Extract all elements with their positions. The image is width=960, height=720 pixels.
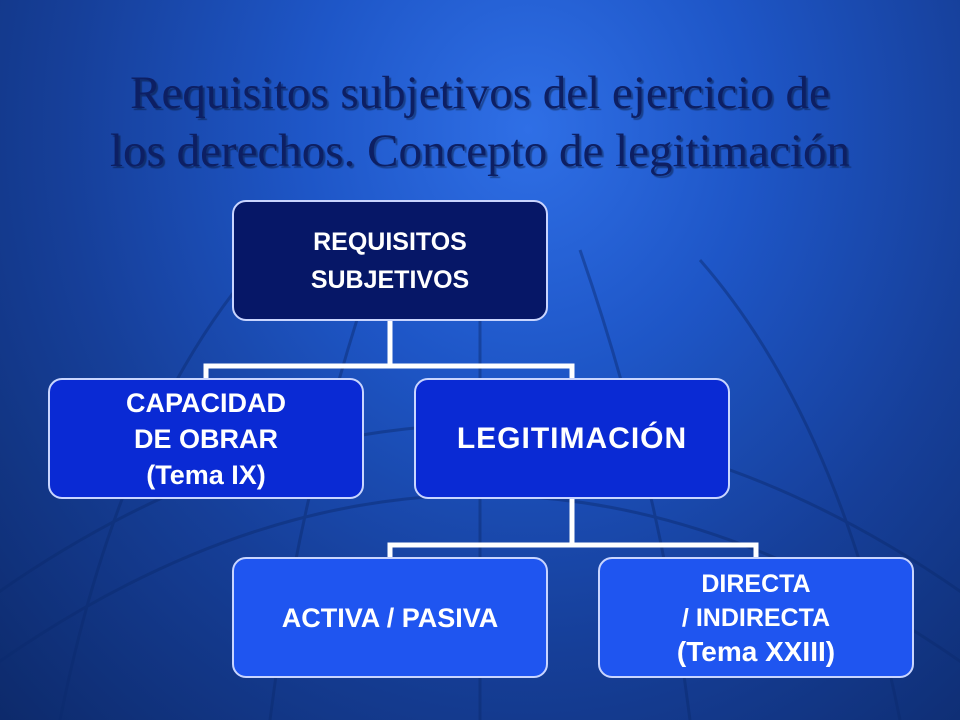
node-activa-pasiva: ACTIVA / PASIVA bbox=[232, 557, 548, 678]
node-activa-pasiva-line-1: ACTIVA / PASIVA bbox=[281, 602, 499, 633]
node-directa-line-1: DIRECTA bbox=[701, 569, 811, 598]
slide-title-line-1: Requisitos subjetivos del ejercicio de bbox=[130, 67, 830, 119]
node-capacidad-de-obrar: CAPACIDAD DE OBRAR (Tema IX) bbox=[48, 378, 364, 499]
node-directa-line-2: / INDIRECTA bbox=[681, 603, 831, 632]
node-directa-indirecta: DIRECTA / INDIRECTA (Tema XXIII) bbox=[598, 557, 914, 678]
node-requisitos-subjetivos: REQUISITOS SUBJETIVOS bbox=[232, 200, 548, 321]
node-capacidad-line-3: (Tema IX) bbox=[146, 459, 266, 490]
node-directa-line-3: (Tema XXIII) bbox=[676, 635, 836, 667]
node-requisitos-subjetivos-line-1: REQUISITOS bbox=[313, 227, 467, 256]
node-legitimacion: LEGITIMACIÓN bbox=[414, 378, 730, 499]
slide-title: Requisitos subjetivos del ejercicio de l… bbox=[0, 64, 960, 180]
node-capacidad-line-1: CAPACIDAD bbox=[126, 387, 286, 418]
node-capacidad-line-2: DE OBRAR bbox=[133, 423, 278, 454]
node-legitimacion-line-1: LEGITIMACIÓN bbox=[456, 421, 688, 455]
connector-legitimacion-to-level3 bbox=[387, 496, 759, 560]
slide-title-line-2: los derechos. Concepto de legitimación bbox=[109, 125, 851, 177]
connector-root-to-level2 bbox=[203, 318, 575, 381]
node-requisitos-subjetivos-line-2: SUBJETIVOS bbox=[310, 265, 470, 294]
